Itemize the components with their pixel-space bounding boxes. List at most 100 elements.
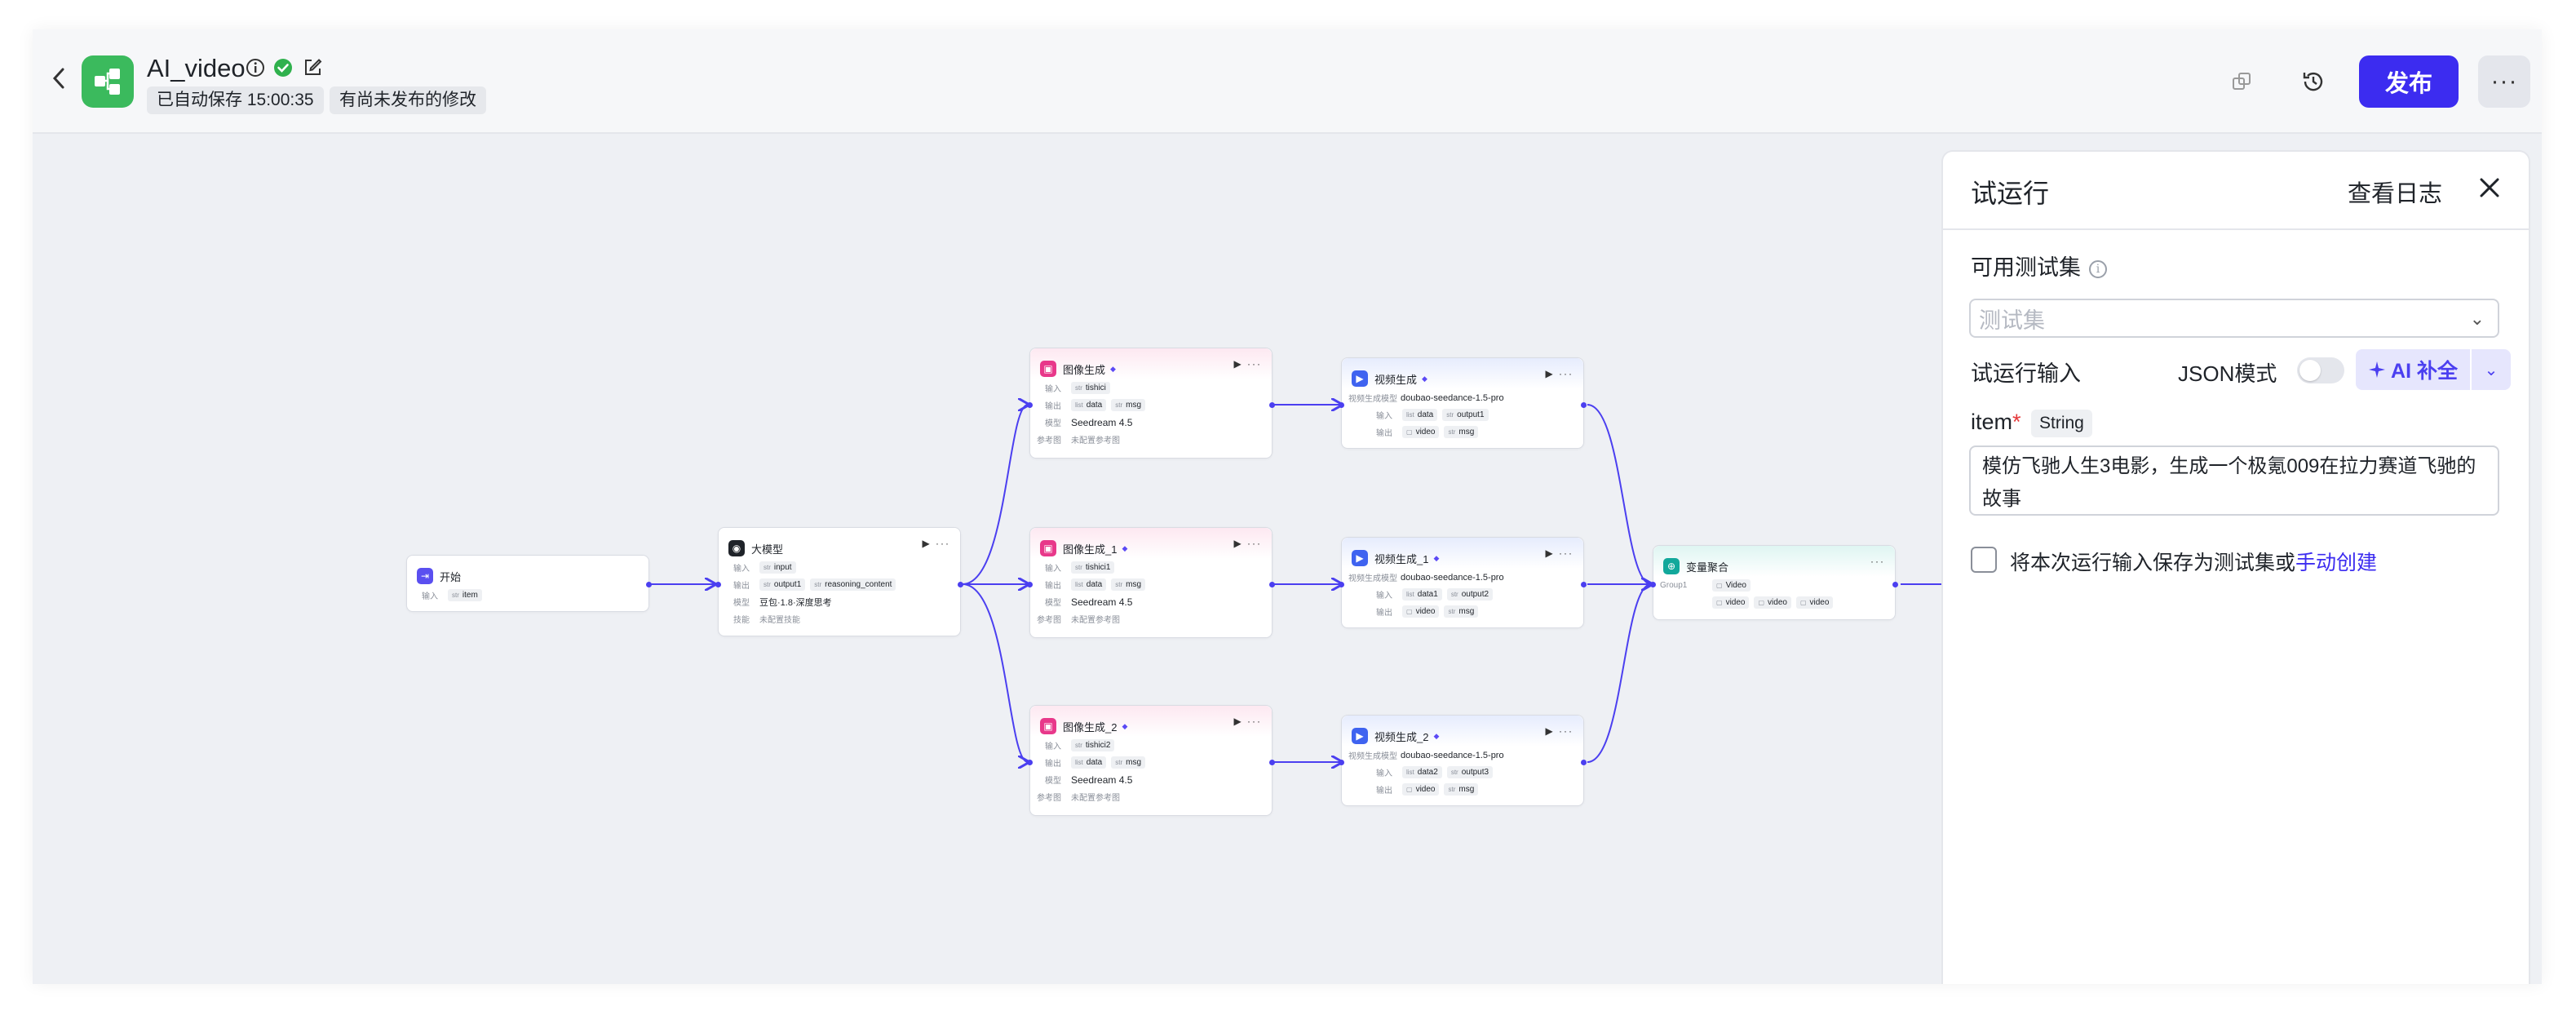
edge-vid2-agg: [1587, 584, 1651, 763]
close-icon: [2480, 178, 2499, 197]
copy-icon: [2233, 73, 2251, 90]
save-testset-label: 将本次运行输入保存为测试集或手动创建: [2010, 552, 2378, 574]
manual-create-link[interactable]: 手动创建: [2295, 552, 2378, 574]
node-title: 开始: [440, 570, 462, 583]
info-icon[interactable]: [245, 57, 266, 78]
item-input[interactable]: 模仿飞驰人生3电影，生成一个极氪009在拉力赛道飞驰的故事: [1969, 445, 2499, 516]
model-name: 豆包·1.8·深度思考: [759, 597, 832, 608]
published-check-icon: [274, 59, 292, 77]
input-port[interactable]: [1027, 402, 1033, 408]
node-actions[interactable]: ▶ ···: [1545, 725, 1573, 737]
node-title: 变量聚合: [1686, 561, 1729, 574]
node-actions[interactable]: ···: [1870, 556, 1885, 567]
header-bar: AI_video 已自动保存 15:00:35 有尚未发布的修改 发布 ···: [33, 29, 2542, 134]
testset-select[interactable]: 测试集 ⌄: [1969, 299, 2499, 338]
node-actions[interactable]: ▶ ···: [1233, 358, 1262, 370]
node-actions[interactable]: ▶ ···: [1545, 368, 1573, 379]
chevron-left-icon: [52, 68, 64, 89]
edge-llm-img0: [962, 405, 1028, 585]
input-port[interactable]: [1339, 402, 1344, 408]
start-icon: ⇥: [417, 568, 433, 584]
output-port[interactable]: [1269, 760, 1275, 765]
output-port[interactable]: [1892, 582, 1898, 587]
copy-button[interactable]: [2219, 59, 2264, 104]
input-port[interactable]: [1339, 760, 1344, 765]
divider: [1943, 228, 2529, 230]
node-title: 视频生成: [1374, 373, 1418, 386]
video-icon: ▶: [1352, 550, 1368, 566]
panel-title: 试运行: [1971, 179, 2050, 208]
info-icon[interactable]: i: [2089, 259, 2107, 278]
more-menu-button[interactable]: ···: [2478, 55, 2530, 108]
node-actions[interactable]: ▶ ···: [1545, 547, 1573, 559]
history-button[interactable]: [2291, 59, 2336, 104]
input-port[interactable]: [715, 582, 721, 587]
node-actions[interactable]: ▶ ···: [922, 538, 950, 549]
output-port[interactable]: [1269, 402, 1275, 408]
input-port[interactable]: [1650, 582, 1656, 587]
sparkle-icon: [2369, 361, 2386, 378]
app-title: AI_video: [147, 54, 246, 82]
image-icon: ▣: [1040, 718, 1056, 734]
node-title: 视频生成_2: [1374, 730, 1429, 743]
edit-icon[interactable]: [302, 57, 323, 78]
output-port[interactable]: [1581, 582, 1587, 587]
app-logo: [82, 55, 134, 108]
edge-llm-img2: [962, 583, 1028, 762]
view-log-link[interactable]: 查看日志: [2348, 181, 2443, 207]
premium-diamond-icon: ◆: [1433, 731, 1440, 740]
publish-button[interactable]: 发布: [2359, 55, 2459, 108]
input-port[interactable]: [1027, 582, 1033, 587]
node-title: 大模型: [751, 543, 784, 556]
workflow-icon: [95, 69, 120, 95]
unpublished-badge: 有尚未发布的修改: [330, 86, 486, 114]
image-icon: ▣: [1040, 361, 1056, 377]
node-variable-aggregator[interactable]: ⊕ 变量聚合 ··· Group1▢Video ▢video▢video▢vid…: [1650, 545, 1898, 620]
json-mode-label: JSON模式: [2178, 361, 2277, 386]
output-port[interactable]: [646, 582, 652, 587]
node-title: 图像生成_2: [1063, 720, 1118, 734]
video-icon: ▶: [1352, 728, 1368, 744]
llm-icon: ◉: [728, 540, 745, 556]
chevron-down-icon: ⌄: [2484, 361, 2499, 379]
input-port[interactable]: [1339, 582, 1344, 587]
node-actions[interactable]: ▶ ···: [1233, 716, 1262, 727]
output-port[interactable]: [1269, 582, 1275, 587]
ai-fill-button[interactable]: AI 补全: [2356, 349, 2470, 390]
save-testset-checkbox[interactable]: [1971, 547, 1997, 573]
chevron-down-icon: ⌄: [2469, 308, 2485, 329]
node-title: 图像生成_1: [1063, 543, 1118, 556]
back-button[interactable]: [42, 62, 75, 95]
run-input-label: 试运行输入: [1971, 361, 2081, 386]
close-panel-button[interactable]: [2473, 171, 2506, 204]
json-mode-toggle[interactable]: [2297, 357, 2344, 383]
aggregate-icon: ⊕: [1663, 558, 1680, 574]
premium-diamond-icon: ◆: [1122, 721, 1128, 730]
item-field-label: item*: [1971, 410, 2021, 434]
node-actions[interactable]: ▶ ···: [1233, 538, 1262, 549]
premium-diamond-icon: ◆: [1122, 543, 1128, 552]
item-type-badge: String: [2031, 410, 2092, 437]
input-port[interactable]: [1027, 760, 1033, 765]
image-icon: ▣: [1040, 540, 1056, 556]
ai-fill-dropdown[interactable]: ⌄: [2472, 349, 2511, 390]
output-port[interactable]: [958, 582, 963, 587]
premium-diamond-icon: ◆: [1422, 374, 1427, 383]
output-port[interactable]: [1581, 402, 1587, 408]
premium-diamond-icon: ◆: [1110, 364, 1116, 373]
workflow-editor: AI_video 已自动保存 15:00:35 有尚未发布的修改 发布 ···: [33, 29, 2542, 984]
history-icon: [2303, 72, 2323, 91]
output-port[interactable]: [1581, 760, 1587, 765]
